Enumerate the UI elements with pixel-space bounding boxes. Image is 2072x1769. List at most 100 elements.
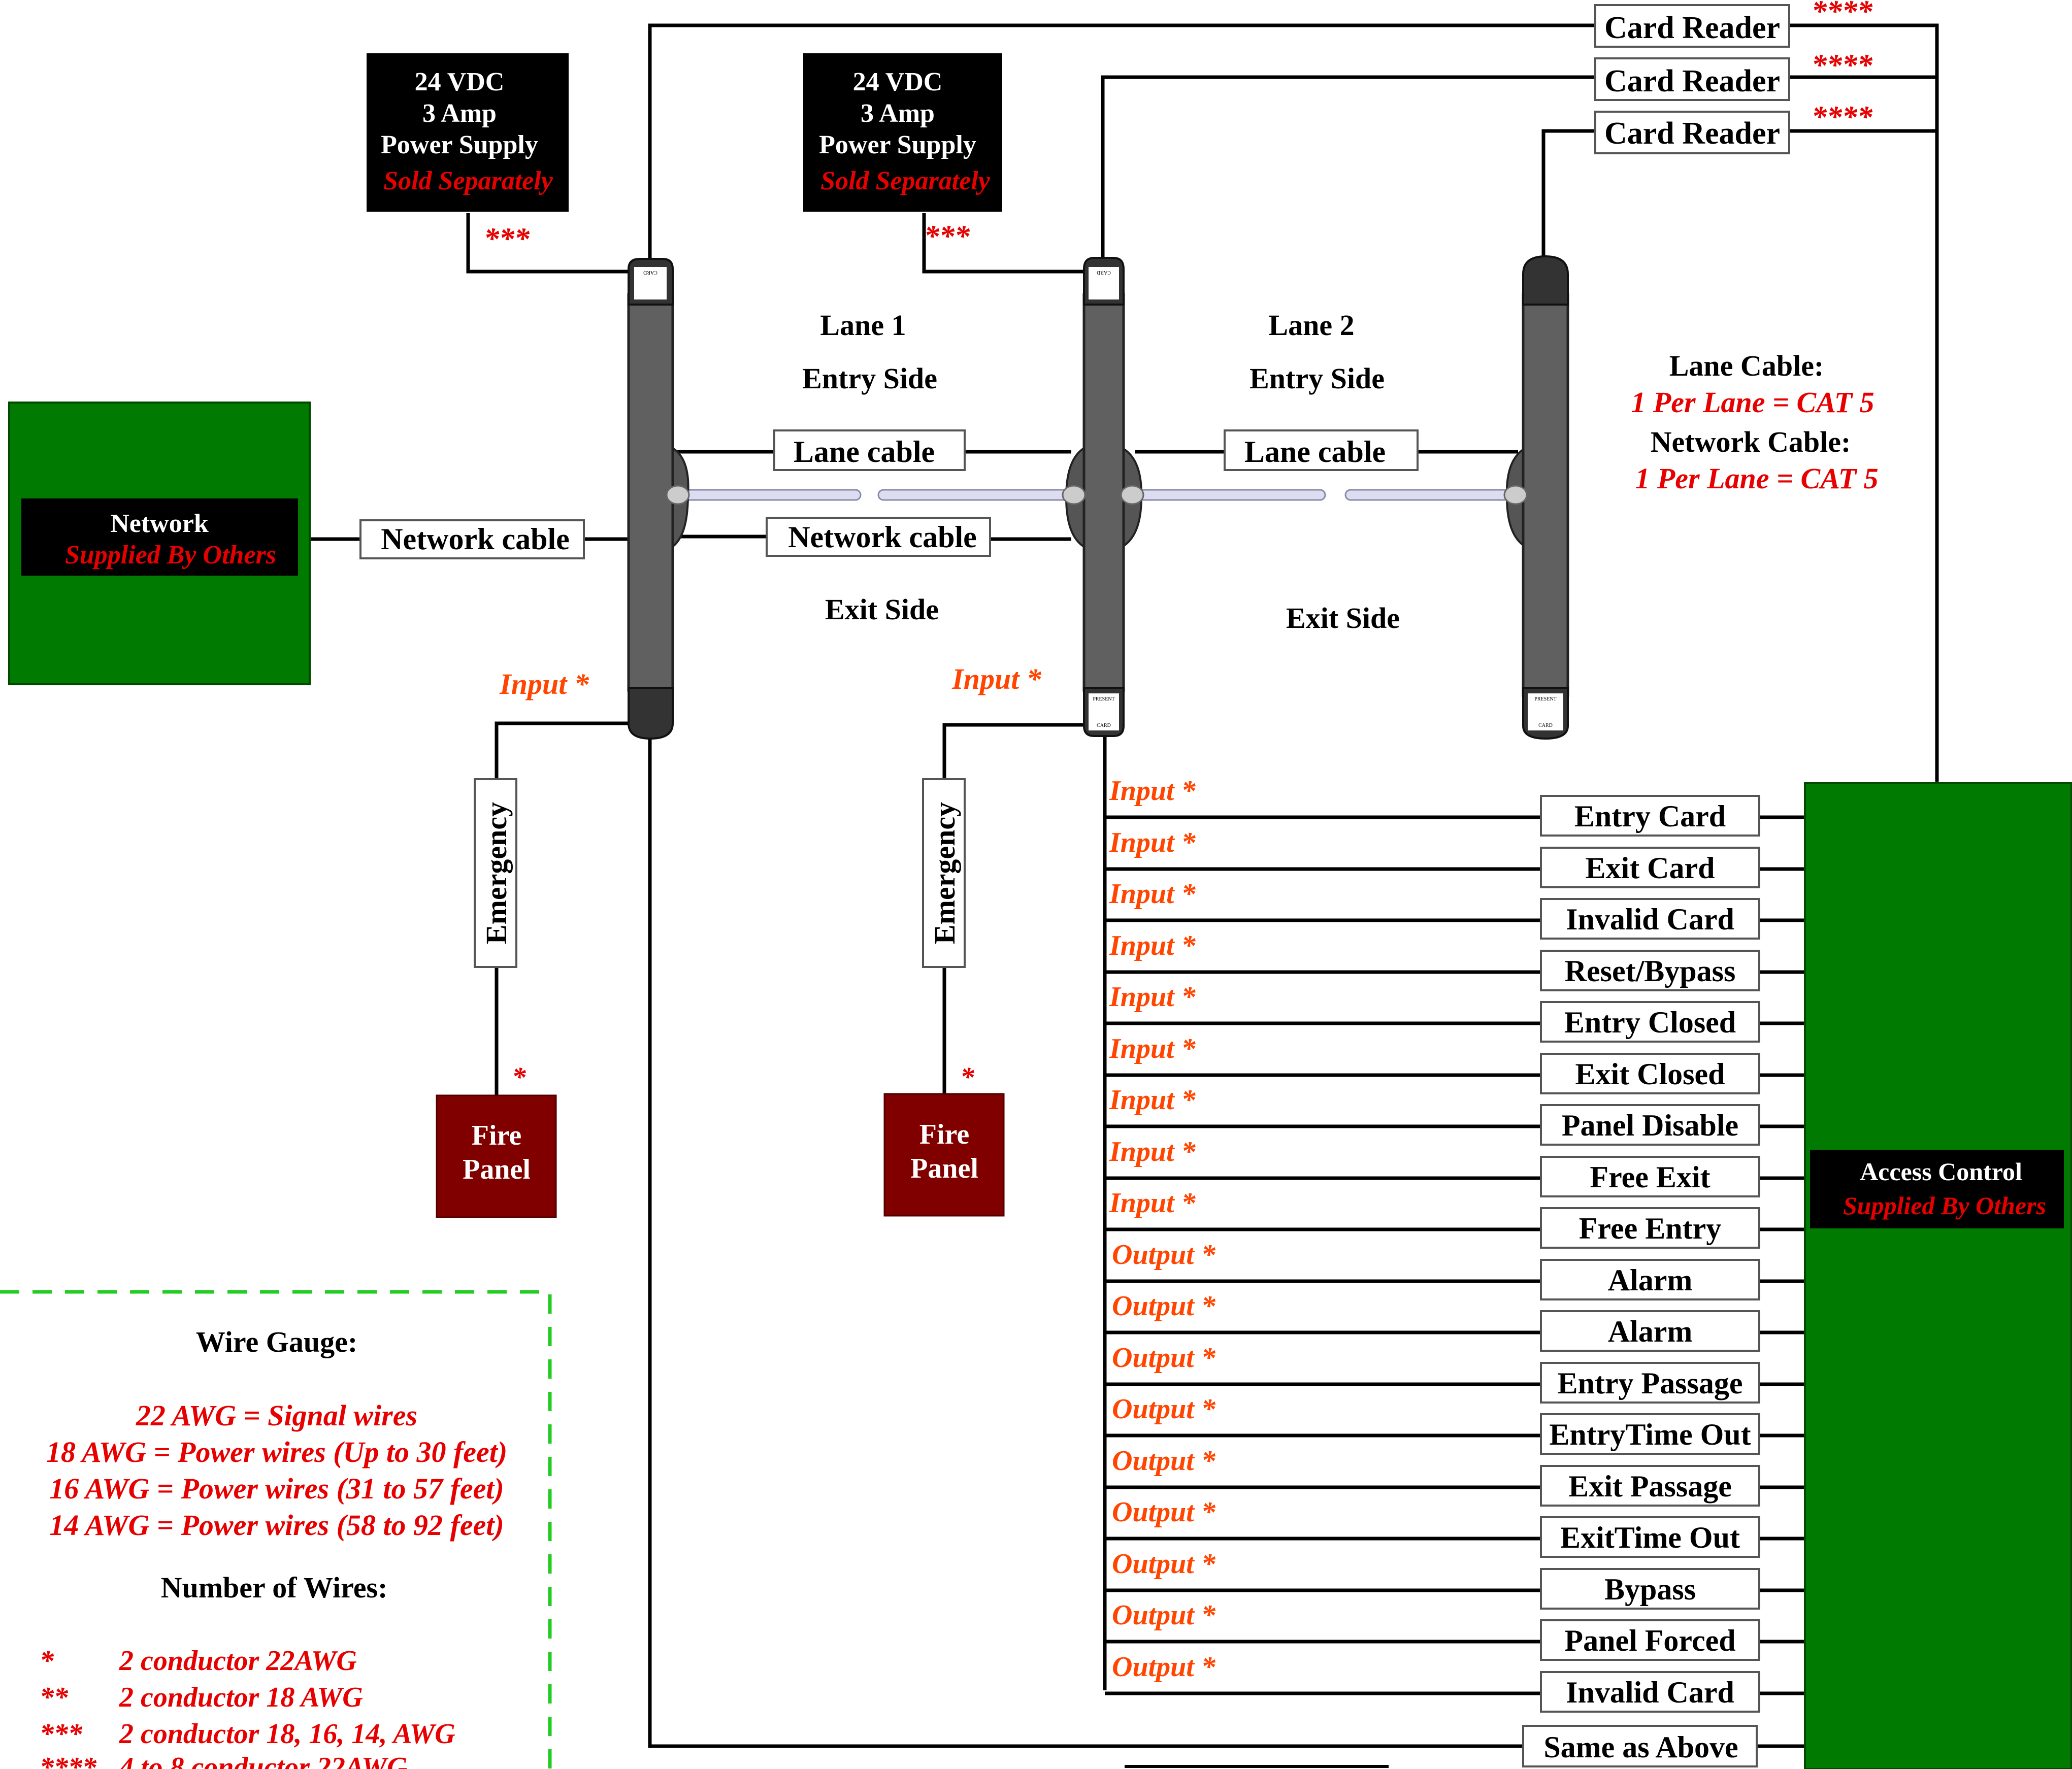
legend-number-title: Number of Wires: xyxy=(161,1571,388,1604)
signal-box xyxy=(1540,847,1760,888)
network-cable-note-title: Network Cable: xyxy=(1651,425,1851,458)
output-label: Output * xyxy=(1112,1445,1216,1477)
signal-label: Alarm xyxy=(1608,1263,1693,1297)
post-3-present-card-icon xyxy=(1527,692,1564,731)
signal-box xyxy=(1540,1104,1760,1146)
lane-cable-box-1 xyxy=(773,429,966,471)
lane-2-title: Lane 2 xyxy=(1268,309,1354,342)
input-label: Input * xyxy=(1109,1187,1196,1219)
emergency-wire-2a xyxy=(942,723,1092,779)
lane-1-exit-side: Exit Side xyxy=(825,593,939,626)
signal-box xyxy=(1540,795,1760,837)
emergency-wire-1a xyxy=(495,721,640,779)
legend-wire-value-1: 2 conductor 22AWG xyxy=(119,1645,357,1677)
emergency-2: Input * Emergency * Fire Panel xyxy=(883,662,1042,1217)
output-label: Output * xyxy=(1112,1290,1216,1322)
post-3-top-cap xyxy=(1522,255,1569,306)
power-supply-1-amps: 3 Amp xyxy=(422,99,497,128)
network-label-box xyxy=(21,498,298,576)
fire-panel-1-box xyxy=(436,1094,557,1218)
same-as-above: Same as Above xyxy=(1522,1725,1758,1767)
card-reader-wire-2 xyxy=(1101,75,1594,259)
emergency-2-star: * xyxy=(960,1061,974,1092)
access-control-green-box xyxy=(1804,782,2072,1769)
signal-label: Alarm xyxy=(1608,1315,1693,1348)
output-label: Output * xyxy=(1112,1548,1216,1580)
signal-box xyxy=(1540,950,1760,991)
cable-notes: Lane Cable: 1 Per Lane = CAT 5 Network C… xyxy=(1631,349,1878,495)
input-label: Input * xyxy=(1109,930,1196,961)
signal-label: Exit Closed xyxy=(1575,1057,1725,1091)
power-supply-2-title: Power Supply xyxy=(819,130,976,159)
card-reader-note-1: **** xyxy=(1812,0,1873,28)
post-3-present-text: PRESENT xyxy=(1534,696,1556,702)
emergency-2-box xyxy=(922,778,966,968)
signal-box xyxy=(1540,1413,1760,1455)
signal-label: Panel Disable xyxy=(1562,1109,1738,1142)
legend-gauge-line-2: 18 AWG = Power wires (Up to 30 feet) xyxy=(46,1436,507,1468)
post1-to-access-wire xyxy=(648,739,1523,1748)
card-reader-box-3 xyxy=(1594,111,1790,154)
legend-wire-key-3: *** xyxy=(40,1718,83,1750)
fire-panel-2-line1: Fire xyxy=(919,1119,969,1150)
hub-4 xyxy=(1503,485,1528,505)
power-supply-2: 24 VDC 3 Amp Power Supply Sold Separatel… xyxy=(803,53,1002,253)
power-supply-1: 24 VDC 3 Amp Power Supply Sold Separatel… xyxy=(367,53,569,255)
lane-labels: Lane 1 Entry Side Exit Side Lane 2 Entry… xyxy=(802,309,1400,635)
signal-box xyxy=(1540,1465,1760,1507)
signal-label: EntryTime Out xyxy=(1549,1418,1751,1451)
lane-2-entry-side: Entry Side xyxy=(1249,362,1385,395)
network-block: Network Supplied By Others xyxy=(8,402,311,685)
power-supply-2-box xyxy=(803,53,1002,212)
signal-label: Entry Closed xyxy=(1564,1006,1736,1039)
power-wire-1 xyxy=(466,213,630,274)
signal-label: Exit Card xyxy=(1586,851,1715,885)
power-supply-2-note: *** xyxy=(924,219,970,253)
emergency-2-label: Emergency xyxy=(928,802,961,944)
card-reader-label-3: Card Reader xyxy=(1604,116,1780,151)
post-2-present-card-icon xyxy=(1088,692,1120,731)
arm-1b xyxy=(877,489,1082,501)
signal-box xyxy=(1540,1053,1760,1094)
card-reader-note-2: **** xyxy=(1812,48,1873,82)
post-1-bottom-cap xyxy=(628,687,674,740)
power-wire-2 xyxy=(922,213,1084,274)
input-label: Input * xyxy=(1109,878,1196,910)
power-supply-1-title: Power Supply xyxy=(381,130,538,159)
output-label: Output * xyxy=(1112,1239,1216,1271)
legend-gauge-line-4: 14 AWG = Power wires (58 to 92 feet) xyxy=(49,1509,504,1542)
post-2-present-text: PRESENT xyxy=(1093,696,1114,702)
power-supply-2-amps: 3 Amp xyxy=(861,99,935,128)
hub-2 xyxy=(1062,485,1086,505)
post-3-body xyxy=(1522,293,1569,697)
power-supply-2-sold-separately: Sold Separately xyxy=(820,166,991,195)
legend-gauge-line-1: 22 AWG = Signal wires xyxy=(136,1399,417,1432)
signal-label: Entry Passage xyxy=(1558,1366,1743,1400)
lane-cable-box-2 xyxy=(1224,429,1419,471)
signal-label: Exit Passage xyxy=(1568,1470,1732,1503)
fire-panel-1-line1: Fire xyxy=(472,1120,521,1151)
cable-labels: Lane cable Lane cable Network cable Netw… xyxy=(359,429,1419,559)
card-reader-label-2: Card Reader xyxy=(1604,64,1780,98)
emergency-2-input-label: Input * xyxy=(951,662,1042,695)
input-label: Input * xyxy=(1109,981,1196,1013)
signal-label: Reset/Bypass xyxy=(1565,954,1736,988)
turnstile-arms xyxy=(659,489,1522,501)
card-reader-box-1 xyxy=(1594,4,1790,48)
lane-cable-note-title: Lane Cable: xyxy=(1669,349,1824,382)
card-reader-wire-1 xyxy=(648,23,1594,259)
input-label: Input * xyxy=(1109,1136,1196,1167)
card-reader-label-1: Card Reader xyxy=(1604,11,1780,45)
arm-2b xyxy=(1344,489,1522,501)
network-cable-box-left xyxy=(359,519,585,559)
card-reader-return-1 xyxy=(1790,23,1939,782)
output-label: Output * xyxy=(1112,1599,1216,1631)
legend-wire-key-2: ** xyxy=(40,1682,69,1713)
signal-box xyxy=(1540,1001,1760,1043)
signal-box xyxy=(1540,898,1760,940)
access-control-label-box xyxy=(1810,1150,2064,1228)
card-reader-note-3: **** xyxy=(1812,100,1873,133)
legend-wire-value-2: 2 conductor 18 AWG xyxy=(119,1682,363,1713)
